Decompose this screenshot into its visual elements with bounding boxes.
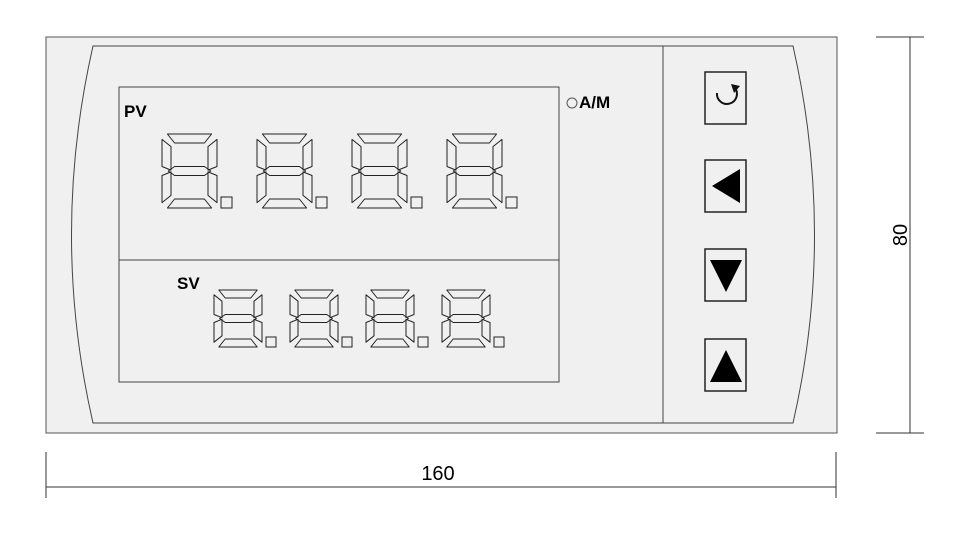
decimal-point (417, 336, 429, 348)
am-indicator-led (566, 97, 578, 109)
digit-segment (365, 318, 375, 343)
decimal-point (315, 196, 328, 209)
seven-segment-digit (161, 133, 233, 209)
rotate-icon (715, 84, 740, 105)
decimal-point (410, 196, 423, 209)
digit-segment (446, 171, 457, 204)
digit-segment (451, 198, 498, 209)
digit-segment (446, 138, 457, 171)
digit-segment (261, 198, 308, 209)
sv-label: SV (177, 274, 200, 293)
digit-segment (356, 198, 403, 209)
digit-segment (451, 133, 498, 144)
digit-segment (167, 166, 212, 176)
digit-segment (351, 171, 362, 204)
digit-segment (481, 294, 491, 319)
digit-segment (371, 314, 409, 323)
digit-segment (166, 198, 213, 209)
digit-segment (161, 138, 172, 171)
down-arrow-icon (710, 260, 742, 292)
digit-segment (294, 338, 334, 348)
left-arrow-icon (712, 169, 740, 203)
decimal-point (341, 336, 353, 348)
digit-segment (219, 314, 257, 323)
decimal-point (265, 336, 277, 348)
height-dimension: 80 (876, 36, 924, 434)
digit-segment (492, 171, 503, 204)
digit-segment (207, 138, 218, 171)
height-dimension-label: 80 (890, 224, 912, 246)
digit-segment (253, 294, 263, 319)
digit-segment (481, 318, 491, 343)
digit-segment (447, 314, 485, 323)
decimal-point (505, 196, 518, 209)
digit-segment (329, 294, 339, 319)
digit-segment (261, 133, 308, 144)
digit-segment (329, 318, 339, 343)
seven-segment-digit (446, 133, 518, 209)
digit-segment (161, 171, 172, 204)
digit-segment (262, 166, 307, 176)
digit-segment (218, 289, 258, 299)
digit-segment (370, 289, 410, 299)
seven-segment-digit (351, 133, 423, 209)
digit-segment (452, 166, 497, 176)
digit-segment (357, 166, 402, 176)
sv-digit-group (213, 289, 505, 348)
digit-segment (446, 338, 486, 348)
digit-segment (405, 294, 415, 319)
down-button[interactable] (704, 248, 747, 302)
digit-segment (397, 171, 408, 204)
seven-segment-digit (289, 289, 353, 348)
digit-segment (294, 289, 334, 299)
decimal-point (220, 196, 233, 209)
digit-segment (253, 318, 263, 343)
pv-label: PV (124, 102, 147, 121)
digit-segment (207, 171, 218, 204)
am-indicator-label: A/M (579, 93, 610, 112)
seven-segment-digit (365, 289, 429, 348)
left-button[interactable] (704, 159, 747, 213)
digit-segment (351, 138, 362, 171)
digit-segment (213, 294, 223, 319)
pv-window (118, 86, 560, 261)
digit-segment (405, 318, 415, 343)
up-button[interactable] (704, 338, 747, 392)
digit-segment (441, 294, 451, 319)
digit-segment (295, 314, 333, 323)
width-dimension-label: 160 (421, 463, 454, 485)
digit-segment (356, 133, 403, 144)
digit-segment (256, 138, 267, 171)
digit-segment (446, 289, 486, 299)
digit-segment (289, 318, 299, 343)
width-dimension: 160 (45, 452, 837, 498)
digit-segment (365, 294, 375, 319)
decimal-point (493, 336, 505, 348)
digit-segment (289, 294, 299, 319)
up-arrow-icon (710, 350, 742, 382)
cycle-button[interactable] (704, 71, 747, 125)
digit-segment (256, 171, 267, 204)
digit-segment (302, 138, 313, 171)
seven-segment-digit (213, 289, 277, 348)
digit-segment (302, 171, 313, 204)
seven-segment-digit (441, 289, 505, 348)
digit-segment (166, 133, 213, 144)
digit-segment (213, 318, 223, 343)
seven-segment-digit (256, 133, 328, 209)
digit-segment (441, 318, 451, 343)
digit-segment (370, 338, 410, 348)
digit-segment (218, 338, 258, 348)
digit-segment (397, 138, 408, 171)
digit-segment (492, 138, 503, 171)
pv-digit-group (161, 133, 518, 209)
